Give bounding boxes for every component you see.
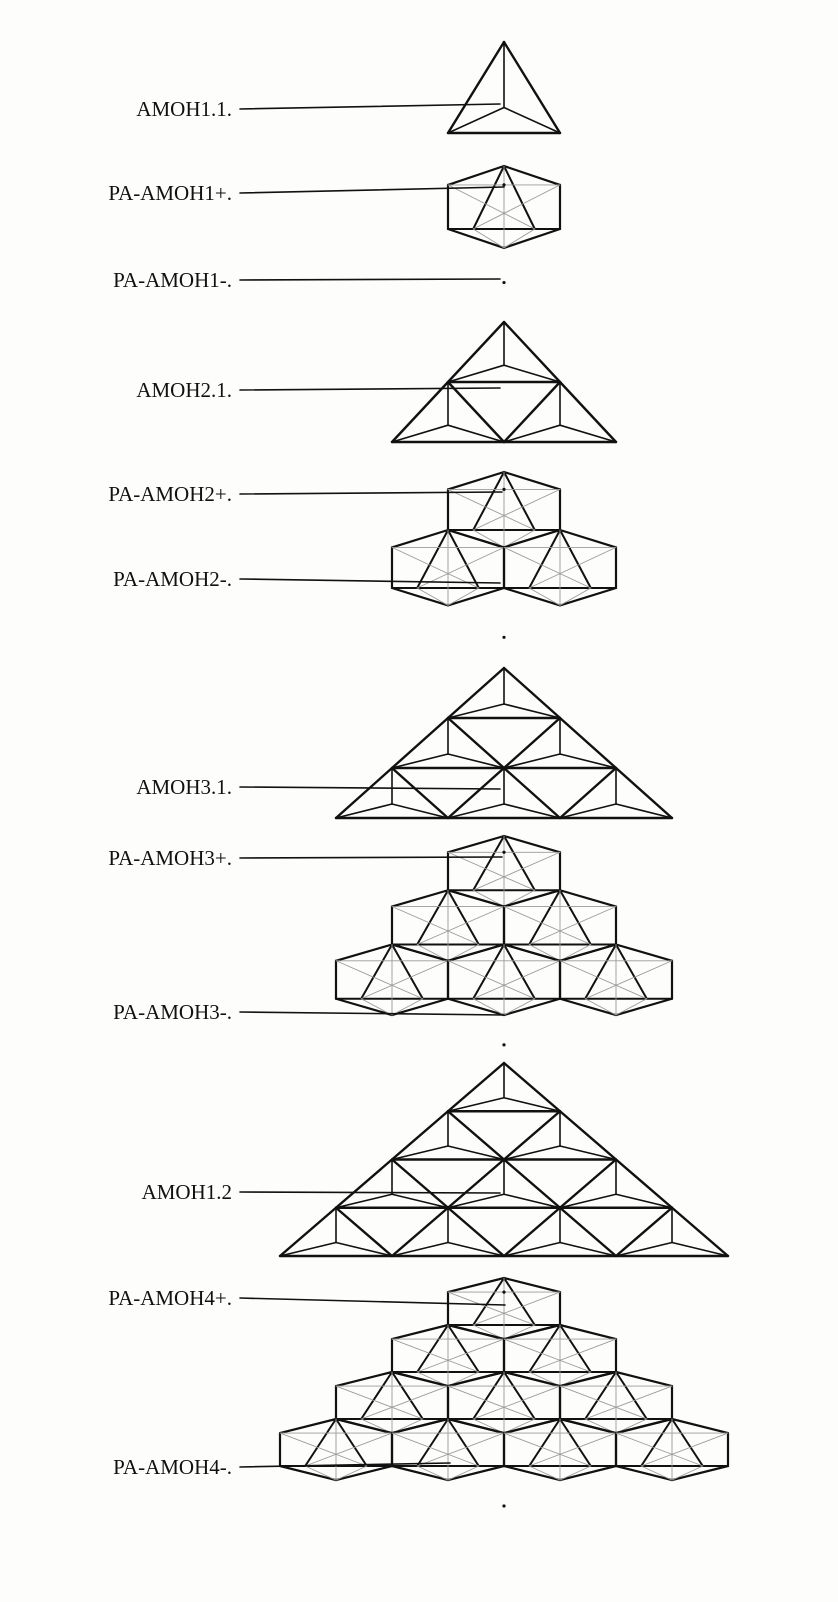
apex-dot: [502, 1291, 505, 1294]
hex-cell-edge: [504, 229, 560, 248]
hex-cell-edge: [392, 1466, 448, 1480]
hex-cell-edge: [672, 1466, 728, 1480]
hex-cell-edge: [448, 588, 504, 605]
hex-cell-edge: [616, 999, 672, 1015]
pyramid-cell-edge: [448, 42, 504, 133]
hex-cell-edge: [560, 1466, 616, 1480]
leader-line: [240, 787, 500, 789]
leader-line: [240, 104, 500, 109]
base-dot: [502, 1043, 505, 1046]
base-dot: [502, 636, 505, 639]
apex-dot: [502, 488, 505, 491]
hex-cell-edge: [560, 999, 616, 1015]
hex-cell-edge: [504, 1466, 560, 1480]
hex-cell-edge: [448, 229, 504, 248]
hex-cell-edge: [504, 999, 560, 1015]
hex-cell-edge: [392, 588, 448, 605]
hex-cell-edge: [448, 1466, 504, 1480]
apex-dot: [502, 851, 505, 854]
hex-cell-edge: [280, 1466, 336, 1480]
pyramid-cell-edge: [504, 42, 560, 133]
leader-line: [240, 187, 504, 193]
leader-line: [240, 1192, 500, 1193]
hex-cell-edge: [448, 999, 504, 1015]
leader-line: [240, 492, 502, 494]
base-dot: [502, 1504, 505, 1507]
leader-line: [240, 857, 502, 858]
hex-cell-edge: [392, 999, 448, 1015]
hex-cell-edge: [560, 588, 616, 605]
hex-cell-edge: [504, 588, 560, 605]
leader-line: [240, 388, 500, 390]
hex-cell-edge: [336, 1466, 392, 1480]
leader-line: [240, 279, 500, 280]
hex-cell-edge: [616, 1466, 672, 1480]
leader-line: [240, 1012, 504, 1015]
apex-dot: [502, 183, 505, 186]
base-dot: [502, 281, 505, 284]
